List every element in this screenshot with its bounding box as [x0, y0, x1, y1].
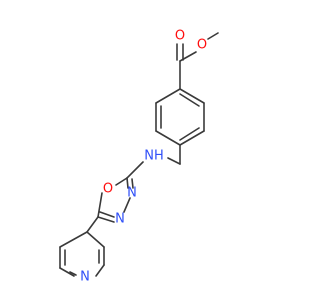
bond-benzene-3	[179, 130, 205, 146]
bond-pyridine-inner-3	[69, 271, 77, 276]
bonds	[59, 32, 219, 277]
bond-oxa-n3-c2-b	[131, 178, 134, 189]
bond-oxadiazole-pyridine	[86, 216, 99, 233]
oxadiazole-n4-label: N	[115, 212, 125, 227]
amine-nh-label: NH	[144, 149, 164, 164]
bond-ester-o-methyl	[207, 32, 219, 40]
molecule-diagram: O O NH O N N N	[59, 29, 219, 285]
bond-oxa-n4-n3	[123, 197, 131, 213]
oxadiazole-oxygen-label: O	[103, 182, 113, 197]
bond-benzene-inner-2	[179, 127, 200, 141]
bond-benzene-6	[155, 88, 181, 104]
bond-benzene-inner-1	[179, 93, 200, 107]
bond-pyridine-3	[59, 267, 75, 277]
bond-oxa-o1-c5	[97, 192, 103, 218]
bond-benzene-1	[179, 88, 205, 104]
bond-pyridine-1	[86, 231, 105, 248]
bond-oxa-n3-c2-a	[126, 177, 129, 189]
pyridine-nitrogen-label: N	[80, 270, 90, 285]
bond-pyridine-6	[95, 264, 105, 277]
bond-ch2-nh	[167, 157, 181, 165]
ester-oxygen-label: O	[197, 38, 207, 53]
bond-oxa-c5-n4-a	[97, 216, 115, 223]
bond-c-ester-o	[179, 51, 197, 62]
structure-svg: O O NH O N N N	[59, 29, 219, 285]
carbonyl-oxygen-label: O	[175, 29, 185, 44]
atom-labels: O O NH O N N N	[80, 29, 207, 285]
bond-nh-oxadiazole	[126, 161, 144, 179]
bond-oxa-c5-n4-b	[99, 211, 115, 218]
bond-oxa-c2-o1	[115, 177, 128, 186]
bond-pyridine-5	[59, 231, 88, 248]
oxadiazole-n3-label: N	[127, 186, 137, 201]
bond-benzene-4	[155, 130, 181, 146]
